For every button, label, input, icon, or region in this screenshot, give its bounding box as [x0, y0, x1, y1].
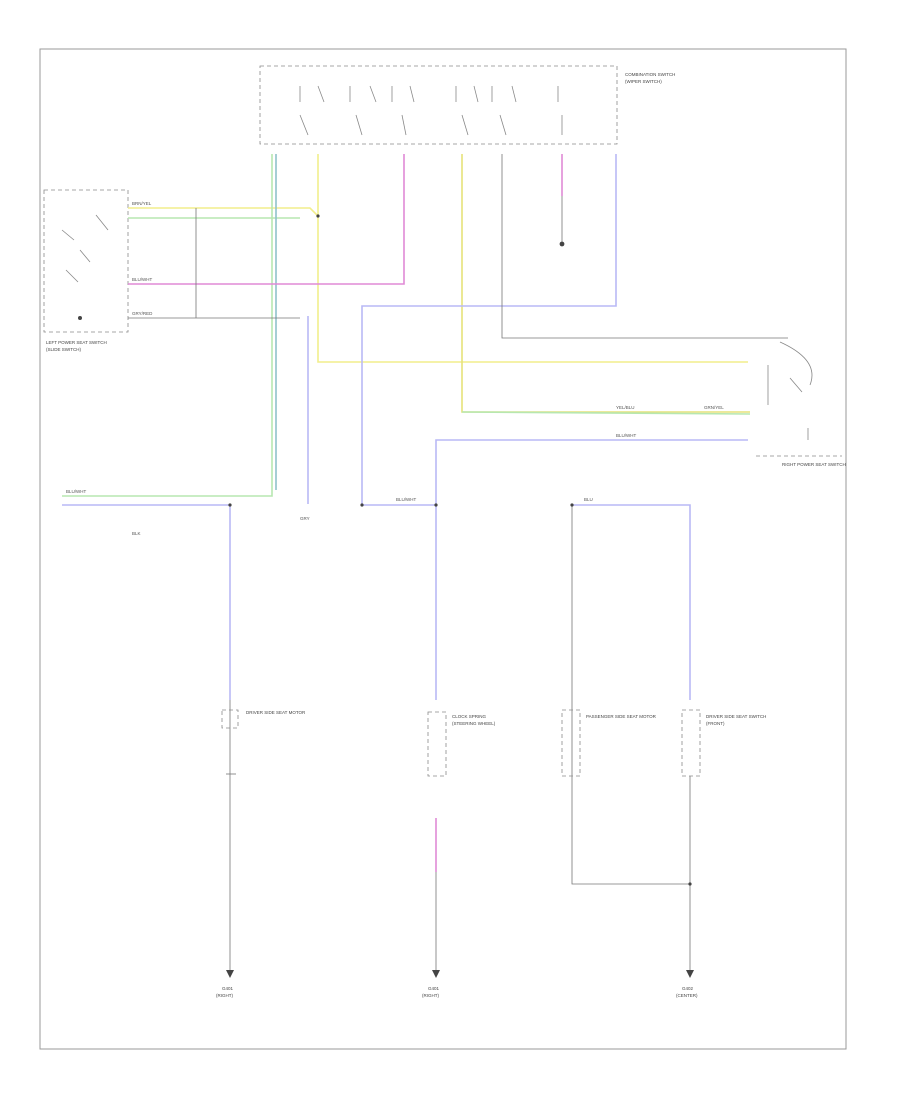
wires [62, 154, 788, 970]
wire-label-10: BLU [584, 497, 593, 502]
motor-switch-front: DRIVER SIDE SEAT SWITCH (FRONT) [681, 709, 766, 777]
wire-label-9: GRY [300, 516, 310, 521]
wire-label-3: GRY/RED [132, 311, 153, 316]
left-seat-switch-label: LEFT POWER SEAT SWITCH [46, 340, 107, 345]
combination-switch: COMBINATION SWITCH (WIPER SWITCH) [259, 65, 675, 145]
combination-switch-box [259, 65, 618, 145]
wire-blue-2 [62, 504, 231, 700]
motor-clock-sublabel: (STEERING WHEEL) [452, 721, 496, 726]
motor-clock-spring: CLOCK SPRING (STEERING WHEEL) [427, 711, 496, 777]
wire-label-4: BLU/WHT [66, 489, 87, 494]
wire-green-3 [461, 411, 751, 415]
ground-3-label: G402 [682, 986, 694, 991]
ground-1-sublabel: (RIGHT) [216, 993, 233, 998]
left-seat-switch-box [43, 189, 129, 333]
wire-green-2 [62, 154, 273, 497]
motor-switch-sublabel: (FRONT) [706, 721, 725, 726]
wire-label-5: YEL/BLU [616, 405, 635, 410]
wire-label-6: GRN/YEL [704, 405, 724, 410]
motor-passenger: PASSENGER SIDE SEAT MOTOR [561, 709, 657, 777]
wire-gray-2 [501, 154, 788, 339]
motor-clock-label: CLOCK SPRING [452, 714, 487, 719]
wire-labels: BRN/YEL BLU/WHT GRY/RED BLU/WHT YEL/BLU … [66, 201, 724, 536]
combination-switch-label: COMBINATION SWITCH [625, 72, 675, 77]
diagram-frame [39, 48, 847, 1050]
wire-blue-1 [361, 154, 617, 506]
left-seat-switch-sublabel: (SLIDE SWITCH) [46, 347, 82, 352]
ground-3-sublabel: (CENTER) [676, 993, 698, 998]
ground-1: G401 (RIGHT) [216, 970, 234, 998]
wire-pink-1 [128, 154, 405, 285]
wire-yellow-3 [461, 154, 750, 413]
ground-3: G402 (CENTER) [676, 970, 698, 998]
wire-blue-3 [435, 439, 748, 505]
wire-label-2: BLU/WHT [132, 277, 153, 282]
ground-2-label: G401 [428, 986, 440, 991]
motor-passenger-label: PASSENGER SIDE SEAT MOTOR [586, 714, 657, 719]
wire-blue-5 [572, 504, 691, 700]
motor-driver: DRIVER SIDE SEAT MOTOR [221, 709, 306, 775]
motor-driver-label: DRIVER SIDE SEAT MOTOR [246, 710, 306, 715]
wire-gray-4 [571, 505, 690, 885]
right-seat-switch-label: RIGHT POWER SEAT SWITCH [782, 462, 846, 467]
combination-switch-sublabel: (WIPER SWITCH) [625, 79, 662, 84]
left-seat-switch: LEFT POWER SEAT SWITCH (SLIDE SWITCH) [43, 189, 129, 352]
ground-2: G401 (RIGHT) [422, 970, 440, 998]
junctions [228, 214, 692, 886]
right-seat-switch: RIGHT POWER SEAT SWITCH [756, 341, 846, 467]
wire-label-8: BLU/WHT [396, 497, 417, 502]
motor-switch-label: DRIVER SIDE SEAT SWITCH [706, 714, 766, 719]
switch-contacts [299, 85, 563, 136]
wire-label-1: BRN/YEL [132, 201, 152, 206]
wire-yellow-1 [128, 207, 748, 363]
wire-label-7: BLU/WHT [616, 433, 637, 438]
ground-2-sublabel: (RIGHT) [422, 993, 439, 998]
wire-label-11: BLK [132, 531, 141, 536]
ground-1-label: G401 [222, 986, 234, 991]
